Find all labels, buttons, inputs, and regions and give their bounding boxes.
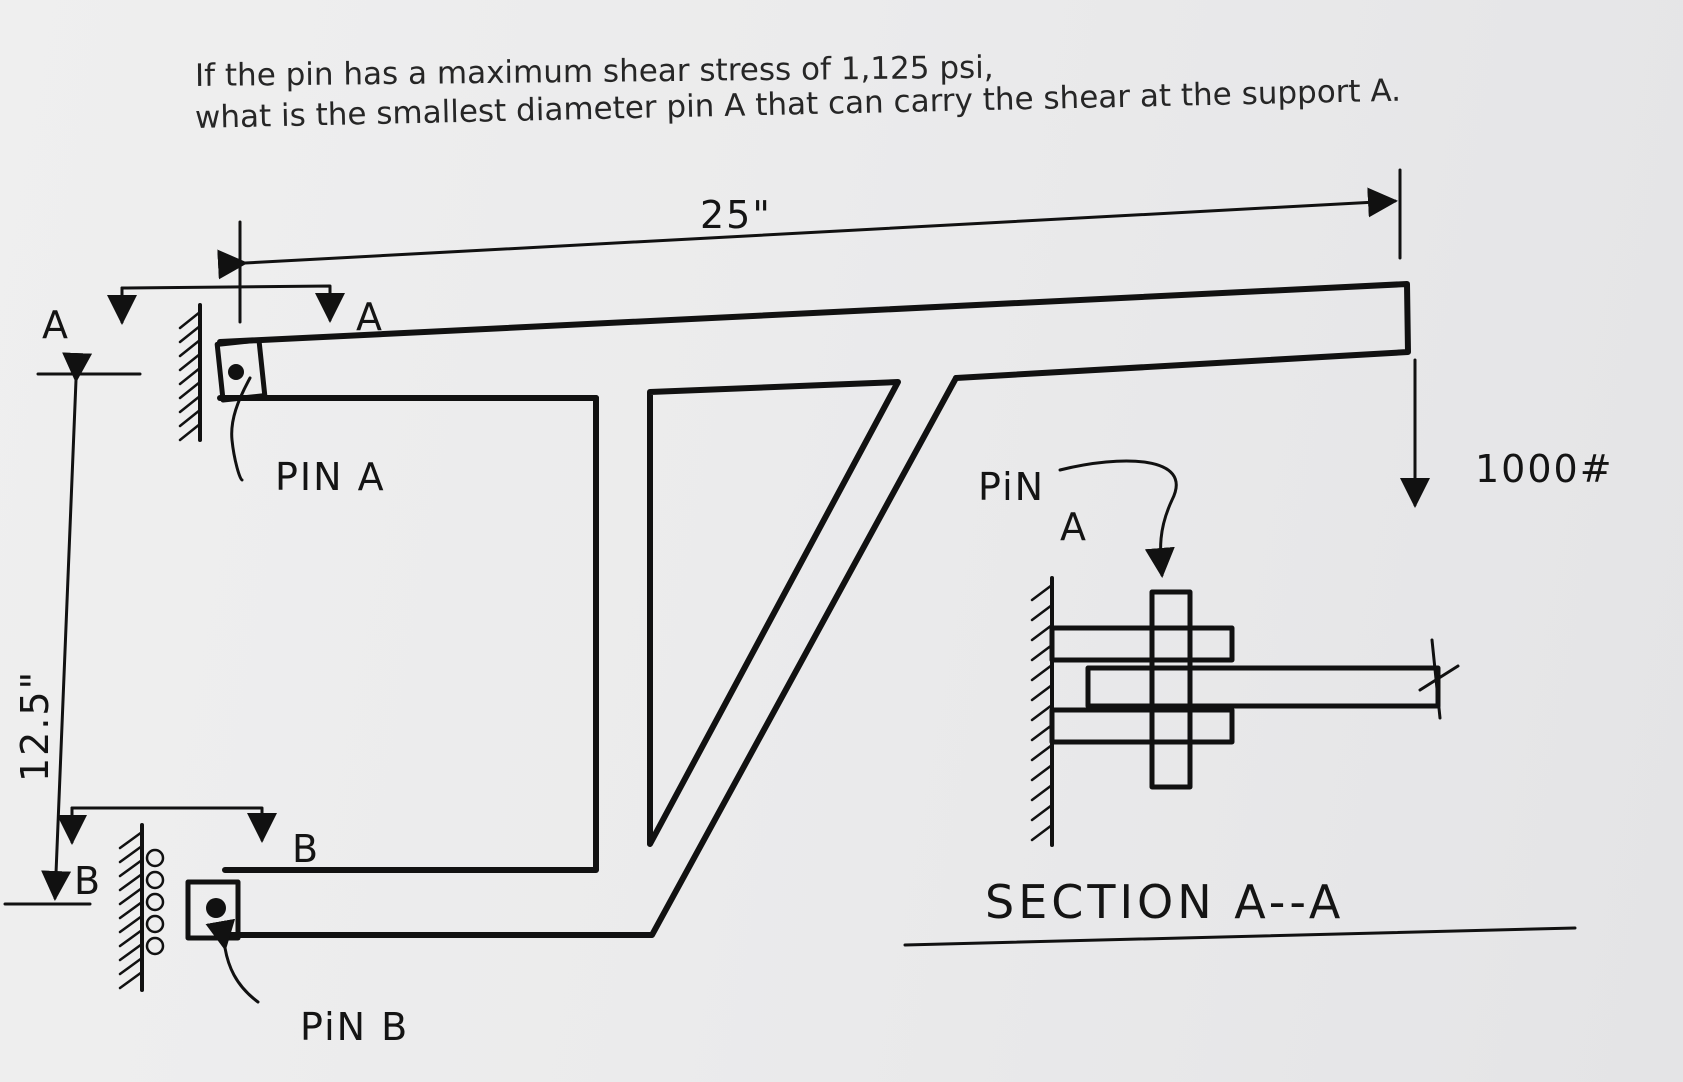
detail-web bbox=[1085, 665, 1441, 709]
diagonal-brace bbox=[222, 375, 959, 938]
roller-3 bbox=[145, 892, 165, 912]
pin-b-bracket bbox=[185, 879, 260, 1004]
pin-a-dot bbox=[228, 364, 244, 380]
applied-load: 1000# bbox=[1400, 358, 1614, 508]
wall-support-b bbox=[118, 823, 165, 992]
section-detail: PiN A SECTION A--A bbox=[903, 459, 1577, 947]
section-a-right-label: A bbox=[356, 295, 384, 339]
section-cut-a: A A bbox=[42, 284, 384, 347]
load-label: 1000# bbox=[1475, 447, 1614, 491]
pin-a-bracket bbox=[214, 337, 268, 482]
section-cut-b: B B bbox=[57, 806, 320, 903]
span-dimension: 25" bbox=[217, 168, 1402, 324]
pin-b-dot bbox=[206, 898, 226, 918]
height-dimension-label: 12.5" bbox=[13, 670, 57, 782]
detail-pin bbox=[1149, 589, 1193, 790]
pin-a-label: PIN A bbox=[275, 455, 386, 499]
roller-5 bbox=[145, 936, 165, 956]
section-title: SECTION A--A bbox=[985, 875, 1344, 929]
vertical-member bbox=[222, 395, 599, 873]
triangular-opening bbox=[647, 379, 901, 847]
detail-bottom-plate bbox=[1049, 707, 1235, 745]
section-b-right-label: B bbox=[292, 827, 320, 871]
roller-1 bbox=[145, 848, 165, 868]
section-b-left-label: B bbox=[74, 859, 102, 903]
detail-top-plate bbox=[1049, 625, 1235, 663]
detail-pin-letter: A bbox=[1060, 505, 1088, 549]
pin-b-label: PiN B bbox=[300, 1005, 409, 1049]
top-beam bbox=[217, 281, 1411, 401]
roller-4 bbox=[145, 914, 165, 934]
roller-2 bbox=[145, 870, 165, 890]
span-dimension-label: 25" bbox=[700, 193, 772, 237]
wall-support-a bbox=[178, 303, 202, 442]
detail-pin-word: PiN bbox=[978, 465, 1045, 509]
section-a-left-label: A bbox=[42, 303, 70, 347]
height-dimension: 12.5" bbox=[3, 352, 142, 906]
